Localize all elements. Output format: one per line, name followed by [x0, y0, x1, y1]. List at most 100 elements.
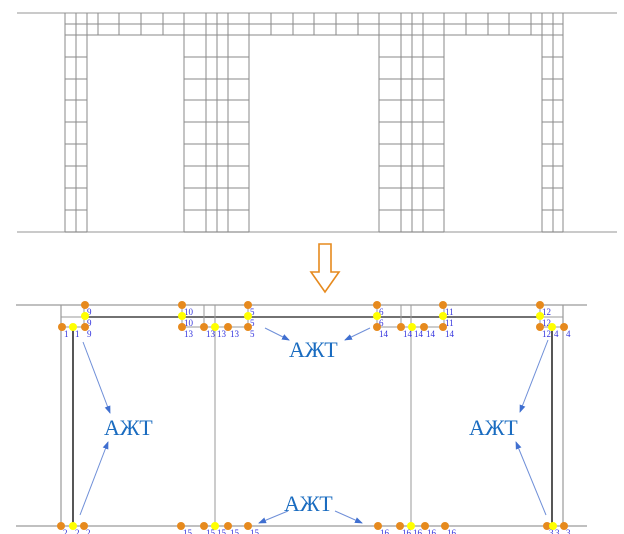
node-orange: [177, 522, 185, 530]
node-orange: [536, 301, 544, 309]
node-yellow: [439, 312, 447, 320]
node-label: 10: [184, 307, 194, 317]
node-yellow: [407, 522, 415, 530]
node-label: 15: [217, 528, 227, 534]
node-yellow: [69, 522, 77, 530]
node-label: 6: [379, 307, 384, 317]
node-label: 14: [426, 329, 436, 339]
node-orange: [543, 522, 551, 530]
annotation-right: АЖТ: [469, 415, 518, 440]
node-label: 15: [183, 528, 193, 534]
node-label: 16: [427, 528, 437, 534]
node-label: 14: [379, 329, 389, 339]
node-label: 2: [63, 528, 68, 534]
node-yellow: [549, 522, 557, 530]
node-yellow: [536, 312, 544, 320]
node-label: 16: [380, 528, 390, 534]
node-label: 14: [414, 329, 424, 339]
arrow: [519, 339, 549, 413]
node-orange: [373, 323, 381, 331]
node-orange: [178, 323, 186, 331]
node-orange: [244, 323, 252, 331]
arrow: [344, 327, 371, 341]
node-label: 11: [445, 318, 454, 328]
node-label: 1: [75, 329, 80, 339]
node-orange: [439, 301, 447, 309]
node-orange: [396, 522, 404, 530]
node-label: 4: [554, 329, 559, 339]
arrow: [82, 341, 111, 414]
node-yellow: [408, 323, 416, 331]
node-label: 10: [184, 318, 194, 328]
node-label: 3: [555, 528, 560, 534]
wall-mesh-diagram: [17, 12, 617, 233]
node-label: 15: [206, 528, 216, 534]
node-orange: [81, 301, 89, 309]
node-yellow: [211, 323, 219, 331]
node-label: 14: [445, 329, 455, 339]
down-arrow-icon: [309, 243, 341, 294]
node-orange: [441, 522, 449, 530]
node-label: 16: [413, 528, 423, 534]
node-label: 14: [403, 329, 413, 339]
node-label: 9: [87, 307, 92, 317]
node-label: 13: [230, 329, 240, 339]
node-orange: [420, 323, 428, 331]
annotation-top: АЖТ: [289, 337, 338, 362]
node-label: 13: [217, 329, 227, 339]
node-label: 16: [447, 528, 457, 534]
node-orange: [536, 323, 544, 331]
node-orange: [80, 522, 88, 530]
node-orange: [224, 522, 232, 530]
arrow: [258, 510, 289, 524]
arrow: [264, 327, 290, 341]
node-orange: [200, 522, 208, 530]
node-label: 15: [230, 528, 240, 534]
node-label: 11: [445, 307, 454, 317]
node-orange: [57, 522, 65, 530]
node-orange: [421, 522, 429, 530]
node-orange: [560, 323, 568, 331]
node-yellow: [373, 312, 381, 320]
transition-arrow-icon: [309, 243, 341, 294]
arrow: [334, 510, 363, 524]
node-yellow: [69, 323, 77, 331]
node-label: 2: [75, 528, 80, 534]
node-label: 13: [184, 329, 194, 339]
node-yellow: [81, 312, 89, 320]
node-orange: [81, 323, 89, 331]
annotation-bottom: АЖТ: [284, 491, 333, 516]
node-label: 3: [549, 528, 554, 534]
arrow: [515, 441, 547, 516]
node-label: 13: [206, 329, 216, 339]
node-label: 5: [250, 307, 255, 317]
node-orange: [560, 522, 568, 530]
node-yellow: [211, 522, 219, 530]
node-label: 12: [542, 329, 551, 339]
node-label: 5: [250, 329, 255, 339]
node-label: 5: [250, 318, 255, 328]
node-yellow: [548, 323, 556, 331]
node-yellow: [178, 312, 186, 320]
node-orange: [244, 522, 252, 530]
node-orange: [244, 301, 252, 309]
node-orange: [374, 522, 382, 530]
annotation-arrows: [79, 327, 549, 524]
node-label: 16: [402, 528, 412, 534]
node-label: 9: [87, 329, 92, 339]
node-orange: [224, 323, 232, 331]
node-label: 6: [379, 318, 384, 328]
node-label: 9: [87, 318, 92, 328]
node-orange: [178, 301, 186, 309]
node-label: 12: [542, 307, 551, 317]
node-yellow: [244, 312, 252, 320]
node-orange: [58, 323, 66, 331]
node-orange: [397, 323, 405, 331]
node-orange: [200, 323, 208, 331]
node-label: 1: [64, 329, 69, 339]
arrow: [79, 441, 109, 516]
node-label: 3: [566, 528, 571, 534]
node-orange: [373, 301, 381, 309]
